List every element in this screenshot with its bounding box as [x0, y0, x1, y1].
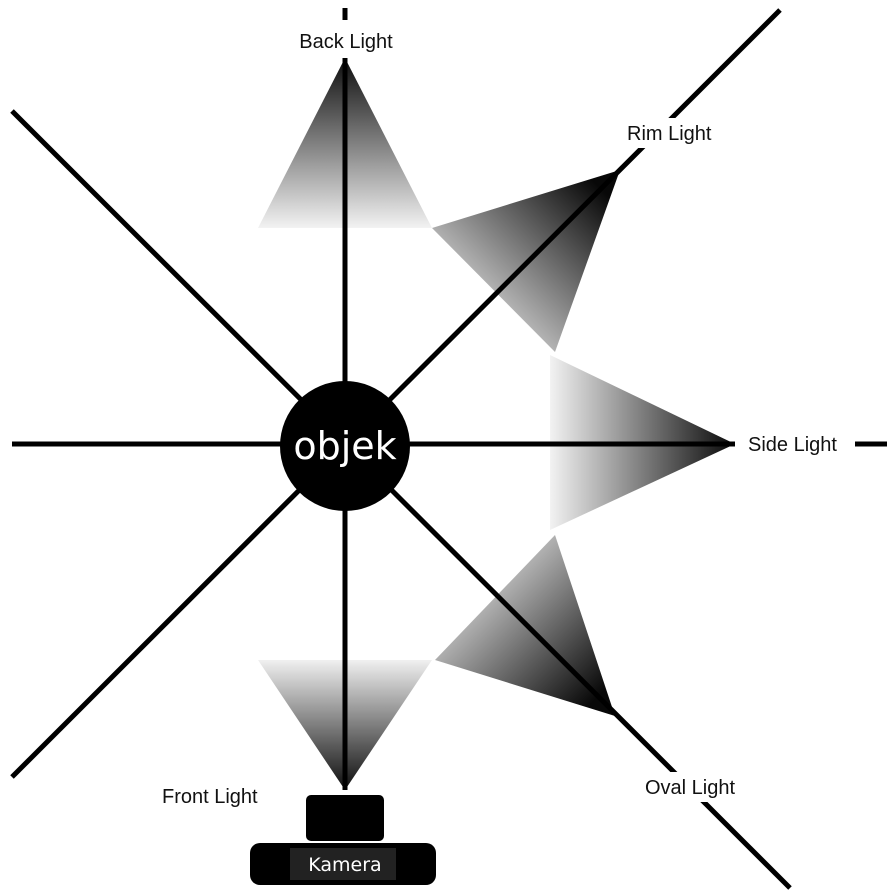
- back-light-label: Back Light: [299, 31, 393, 53]
- subject-label: objek: [293, 424, 396, 468]
- camera-icon: [250, 795, 436, 885]
- camera-label: Kamera: [308, 854, 381, 876]
- subject-circle: [280, 381, 410, 511]
- side-light-label: Side Light: [748, 434, 837, 456]
- rim-light-label: Rim Light: [627, 123, 712, 145]
- oval-light-label: Oval Light: [645, 777, 735, 799]
- diagonal-axis-oval: [10, 109, 792, 890]
- front-light-label: Front Light: [162, 786, 258, 808]
